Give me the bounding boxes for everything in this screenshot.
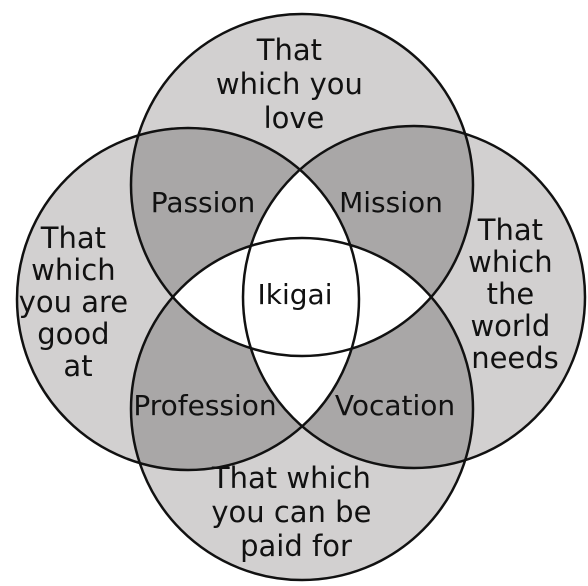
- label-passion: Passion: [151, 186, 256, 219]
- label-paid-for-line-1: That which: [211, 461, 371, 495]
- circle-paid-for-outline: [129, 236, 475, 582]
- circle-love-outline: [129, 12, 475, 358]
- label-world-needs: That which the world needs: [468, 213, 562, 375]
- label-ikigai: Ikigai: [258, 278, 333, 311]
- label-world-needs-line-2: which: [468, 245, 552, 279]
- label-good-at: That which you are good at: [19, 221, 138, 383]
- label-love-line-3: love: [264, 101, 325, 135]
- label-world-needs-line-1: That: [477, 213, 543, 247]
- label-love-line-2: which you: [216, 67, 363, 101]
- overlap-top-left-right-fill: [243, 128, 359, 356]
- label-love-line-1: That: [256, 33, 322, 67]
- label-good-at-line-2: which: [31, 253, 115, 287]
- label-good-at-line-3: you are: [19, 285, 128, 319]
- label-world-needs-line-4: world: [470, 309, 550, 343]
- label-good-at-line-1: That: [40, 221, 106, 255]
- label-paid-for-line-3: paid for: [240, 529, 352, 563]
- label-profession: Profession: [133, 389, 276, 422]
- label-world-needs-line-3: the: [487, 277, 535, 311]
- label-good-at-line-4: good: [37, 317, 109, 351]
- label-vocation: Vocation: [335, 389, 455, 422]
- circle-good-at-outline: [15, 126, 361, 472]
- label-love: That which you love: [216, 33, 372, 135]
- label-good-at-line-5: at: [63, 349, 92, 383]
- overlap-top-left-bottom-fill: [131, 238, 359, 356]
- circle-world-needs-outline: [241, 124, 587, 470]
- overlap-left-right-bottom-fill: [243, 238, 359, 468]
- label-paid-for-line-2: you can be: [211, 495, 371, 529]
- overlap-top-right-bottom-fill: [243, 238, 473, 356]
- label-paid-for: That which you can be paid for: [211, 461, 381, 563]
- label-mission: Mission: [339, 186, 443, 219]
- label-world-needs-line-5: needs: [471, 341, 559, 375]
